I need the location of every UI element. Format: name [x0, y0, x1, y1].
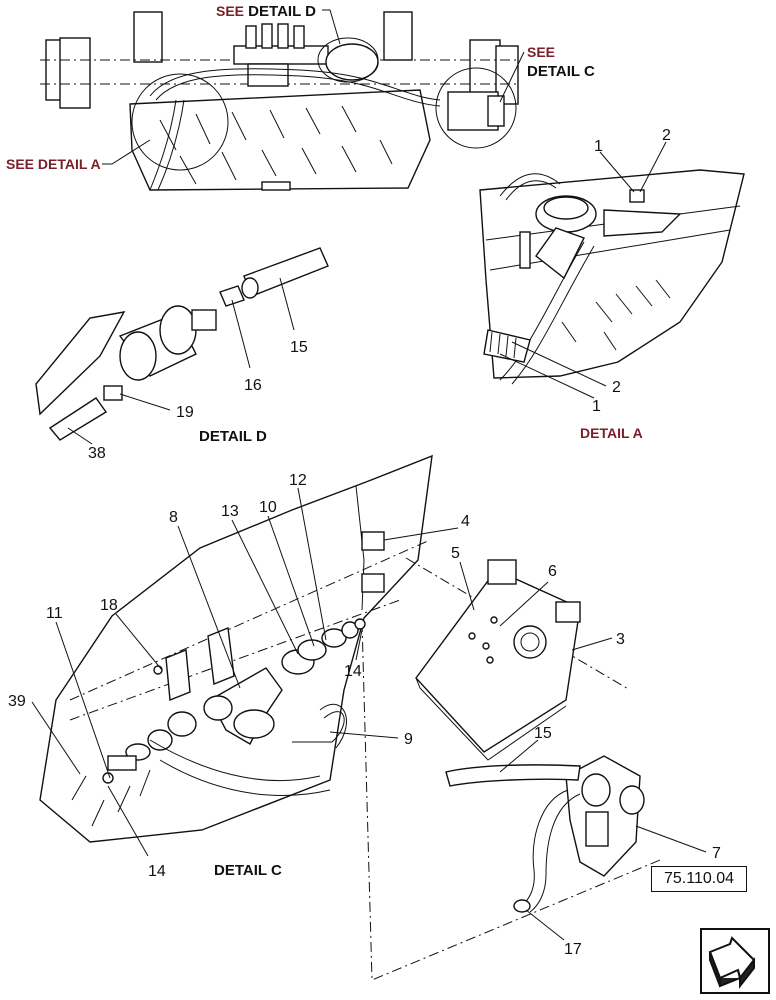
part-number-1: 1 — [594, 138, 603, 155]
next-page-button[interactable] — [700, 928, 770, 994]
detail-a-view — [479, 141, 745, 399]
part-number-9: 9 — [404, 731, 413, 748]
see-detail-d-callout: SEE DETAIL D — [216, 3, 341, 45]
overview-assembly — [40, 11, 520, 191]
part-number-8: 8 — [169, 509, 178, 526]
part-number-16: 16 — [244, 377, 262, 394]
part-number-15: 15 — [290, 339, 308, 356]
part-number-12: 12 — [289, 472, 307, 489]
part-number-15: 15 — [534, 725, 552, 742]
detail-c-caption: DETAIL C — [214, 862, 282, 879]
part-number-17: 17 — [564, 941, 582, 958]
part-number-18: 18 — [100, 597, 118, 614]
detail-d-view — [35, 247, 329, 445]
part-number-2: 2 — [612, 379, 621, 396]
arrow-next-icon — [708, 936, 756, 989]
detail-a-caption: DETAIL A — [580, 425, 643, 441]
part-number-7: 7 — [712, 845, 721, 862]
svg-text:SEE: SEE — [527, 44, 555, 60]
svg-text:SEE DETAIL A: SEE DETAIL A — [6, 156, 101, 172]
part-number-6: 6 — [548, 563, 557, 580]
reference-code-box[interactable]: 75.110.04 — [651, 866, 747, 892]
part-number-14: 14 — [148, 863, 166, 880]
part-number-19: 19 — [176, 404, 194, 421]
part-number-13: 13 — [221, 503, 239, 520]
part-number-1: 1 — [592, 398, 601, 415]
part-number-10: 10 — [259, 499, 277, 516]
part-number-11: 11 — [46, 605, 63, 622]
part-number-39: 39 — [8, 693, 26, 710]
see-detail-a-callout: SEE DETAIL A — [6, 139, 151, 172]
part-number-2: 2 — [662, 127, 671, 144]
svg-text:SEE DETAIL D: SEE DETAIL D — [216, 3, 316, 20]
part-number-38: 38 — [88, 445, 106, 462]
part-number-3: 3 — [616, 631, 625, 648]
detail-c-view — [39, 454, 661, 981]
detail-d-caption: DETAIL D — [199, 428, 267, 445]
see-detail-c-callout: SEE DETAIL C — [499, 44, 595, 103]
detail-c-leaders — [31, 487, 707, 941]
part-number-5: 5 — [451, 545, 460, 562]
part-number-4: 4 — [461, 513, 470, 530]
svg-text:DETAIL C: DETAIL C — [527, 63, 595, 80]
part-number-14: 14 — [344, 663, 362, 680]
reference-code: 75.110.04 — [664, 870, 734, 887]
